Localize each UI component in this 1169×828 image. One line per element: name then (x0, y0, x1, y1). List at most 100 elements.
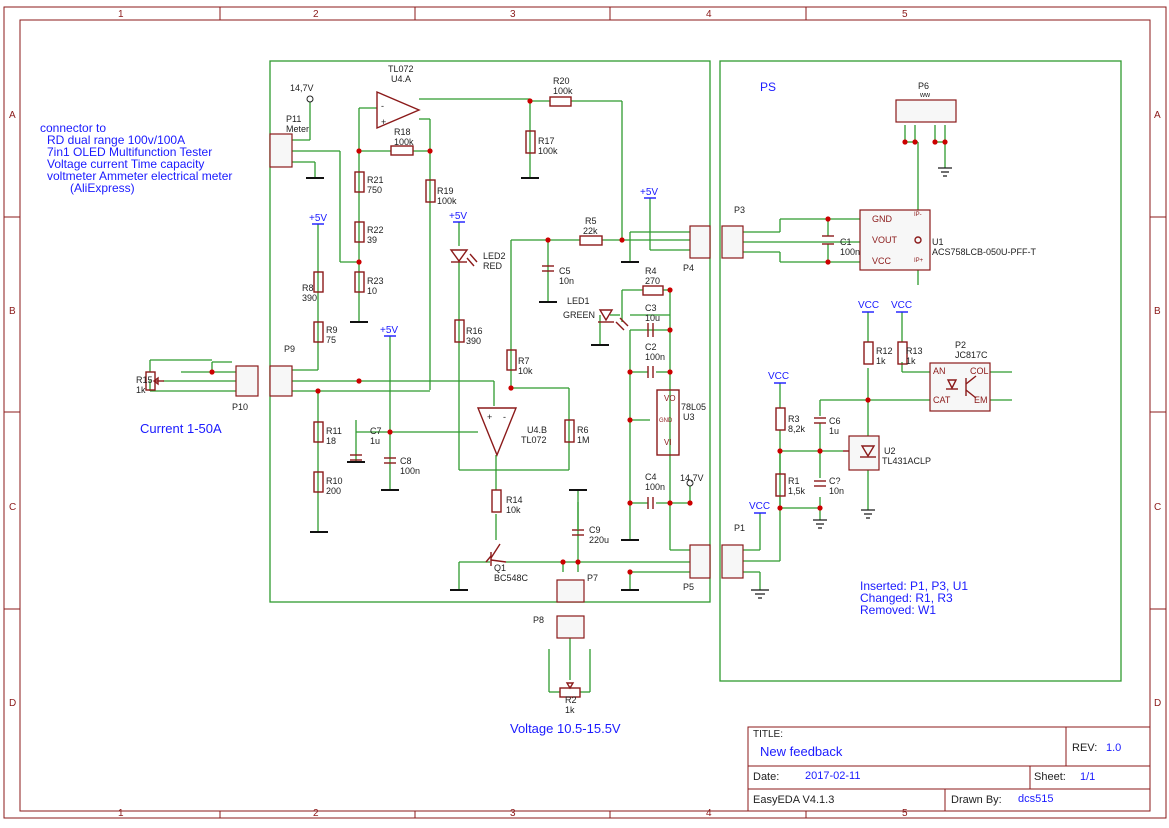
p4-ref: P4 (683, 263, 695, 273)
p4-body (689, 225, 711, 259)
p11-value: Meter (286, 124, 310, 134)
r10-ref: R10 (326, 476, 343, 486)
cq-ref: C? (829, 476, 841, 486)
net-5v-r8: +5V (309, 213, 328, 224)
r2-value: 1k (565, 705, 575, 715)
r13-body (897, 341, 908, 365)
p2-pin-col: COL (970, 366, 989, 376)
r18-value: 100k (394, 137, 414, 147)
p1-ref: P1 (734, 523, 746, 533)
r9-body (313, 321, 324, 343)
note-line-1: RD dual range 100v/100A (47, 133, 186, 147)
border-col-3: 3 (510, 9, 516, 20)
r20-ref: R20 (553, 76, 570, 86)
r2-ref: R2 (565, 695, 577, 705)
net-vcc-p1: VCC (749, 501, 771, 512)
border-row-b-right: B (1154, 306, 1161, 317)
opamp-u4b: +- (476, 407, 518, 457)
r23-ref: R23 (367, 276, 384, 286)
c9-symbol (572, 502, 584, 536)
r7-body (506, 349, 517, 371)
u3-value: 78L05 (681, 402, 707, 412)
note-line-5: (AliExpress) (70, 181, 135, 195)
caption-current: Current 1-50A (140, 421, 222, 436)
p7-body (556, 579, 585, 603)
r1-value: 1,5k (788, 486, 806, 496)
p8-body (556, 615, 585, 639)
r23-body (354, 271, 365, 293)
r3-body (775, 407, 786, 431)
u1-ref: U1 (932, 237, 944, 247)
junctions (209, 98, 948, 575)
r12-ref: R12 (876, 346, 893, 356)
svg-text:-: - (381, 101, 384, 111)
border-col-1: 1 (118, 9, 124, 20)
wires-p10 (149, 359, 236, 392)
net-147v-bottom: 14,7V (680, 473, 704, 483)
r10-value: 200 (326, 486, 342, 496)
r16-body (454, 319, 465, 343)
border-row-c: C (9, 502, 17, 513)
c2-ref: C2 (645, 342, 657, 352)
p7-ref: P7 (587, 573, 599, 583)
r5-value: 22k (583, 226, 598, 236)
connectors (235, 99, 957, 639)
r15-symbol (145, 371, 164, 391)
note-line-3: Voltage current Time capacity (47, 157, 205, 171)
r3-ref: R3 (788, 414, 800, 424)
r6-value: 1M (577, 435, 590, 445)
c7-value: 1u (370, 436, 381, 446)
r12-value: 1k (876, 356, 886, 366)
u4b-ref: U4.B (527, 425, 548, 435)
ground-symbols (306, 167, 952, 599)
u2-ref: U2 (884, 446, 896, 456)
led1-symbol (598, 309, 629, 331)
net-vcc-r12: VCC (858, 300, 880, 311)
c1-symbol (822, 235, 834, 245)
q1-ref: Q1 (494, 563, 507, 573)
net-147v-top: 14,7V (290, 83, 314, 93)
border-col-3-bottom: 3 (510, 808, 516, 819)
tb-sheet: 1/1 (1080, 771, 1096, 783)
r5-body (579, 235, 603, 246)
r20-value: 100k (553, 86, 573, 96)
title-block (747, 726, 1151, 812)
r21-value: 750 (367, 185, 383, 195)
led1-value: GREEN (563, 310, 596, 320)
wires-main (292, 98, 691, 693)
main-frame (269, 60, 711, 603)
led2-symbol (449, 249, 478, 267)
u1-pin-ipm: IP- (914, 212, 922, 218)
u3-body (656, 389, 680, 456)
p6-ref: P6 (918, 81, 930, 91)
ps-frame (719, 60, 1122, 682)
tb-title-label: TITLE: (753, 729, 784, 740)
p11-ref: P11 (286, 114, 302, 124)
u1-value: ACS758LCB-050U-PFF-T (932, 247, 1037, 257)
p9-ref: P9 (284, 344, 296, 354)
border-row-a-right: A (1154, 110, 1161, 121)
p6-body (895, 99, 957, 123)
p5-body (689, 544, 711, 579)
c8-value: 100n (400, 466, 421, 476)
tb-date: 2017-02-11 (805, 770, 861, 782)
r16-value: 390 (466, 336, 482, 346)
border-row-d: D (9, 698, 17, 709)
cq-value: 10n (829, 486, 845, 496)
change-inserted: Inserted: P1, P3, U1 (860, 579, 969, 593)
led2-value: RED (483, 261, 503, 271)
c6-ref: C6 (829, 416, 841, 426)
tb-rev-label: REV: (1072, 742, 1098, 754)
p3-body (721, 225, 744, 259)
c7-ref: C7 (370, 426, 382, 436)
net-vcc-r3: VCC (768, 371, 790, 382)
border-row-c-right: C (1154, 502, 1162, 513)
r7-ref: R7 (518, 356, 530, 366)
r14-ref: R14 (506, 495, 523, 505)
r11-body (313, 421, 324, 443)
p1-body (721, 544, 744, 579)
border-col-4-bottom: 4 (706, 808, 712, 819)
u2-symbol (843, 435, 880, 471)
p11-body (269, 133, 293, 168)
r9-ref: R9 (326, 325, 338, 335)
